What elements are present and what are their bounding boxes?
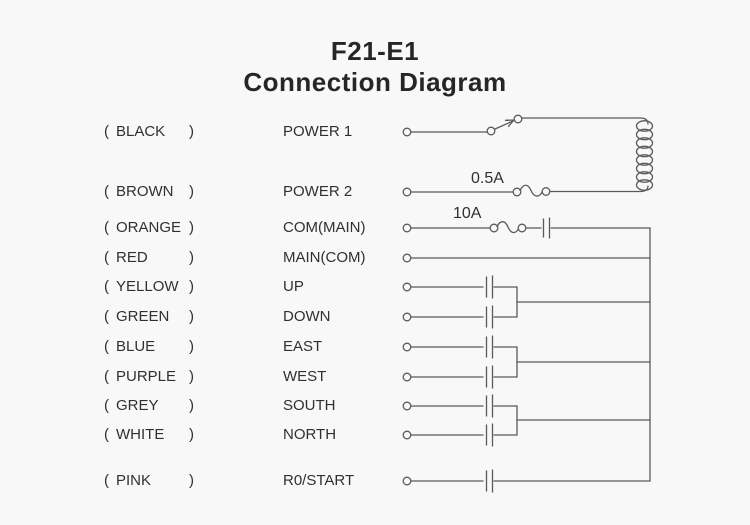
function-main-com: MAIN(COM) [283,249,366,266]
contact-east-icon [485,335,494,359]
wire-color-black: (BLACK) [104,123,194,140]
contact-com-icon [525,217,651,239]
function-power2: POWER 2 [283,183,353,200]
function-south: SOUTH [283,397,336,414]
down-wire [402,305,518,329]
wire-to-coil [521,117,649,125]
r0-start-wire [402,469,651,493]
terminal-power2 [402,187,412,197]
function-east: EAST [283,338,323,355]
fuse-rating-com: 10A [453,205,482,222]
fuse-power2-icon [512,184,551,197]
contact-up-icon [485,275,494,299]
east-west-join [516,346,651,378]
contact-south-icon [485,394,494,418]
wire-color-blue: (BLUE) [104,338,194,355]
power2-wire [402,187,514,197]
coil-icon [635,120,654,193]
south-north-join [516,405,651,436]
north-wire [402,423,518,447]
contact-west-icon [485,365,494,389]
wire-color-grey: (GREY) [104,397,194,414]
title-model: F21-E1 [330,36,420,66]
wire-color-brown: (BROWN) [104,183,194,200]
terminal-power1 [402,127,412,137]
wire-color-white: (WHITE) [104,426,194,443]
wire-color-pink: (PINK) [104,472,194,489]
terminal-east [402,342,412,352]
function-up: UP [283,278,304,295]
fuse-rating-power2: 0.5A [471,170,504,187]
south-wire [402,394,518,418]
wire-color-yellow: (YELLOW) [104,278,194,295]
fuse-com-icon [489,221,527,234]
contact-r0-icon [485,469,494,493]
terminal-up [402,282,412,292]
terminal-main-com [402,253,412,263]
contact-north-icon [485,423,494,447]
west-wire [402,365,518,389]
function-down: DOWN [283,308,331,325]
east-wire [402,335,518,359]
terminal-north [402,430,412,440]
wire-color-purple: (PURPLE) [104,368,194,385]
up-down-join [516,286,651,318]
wire-color-red: (RED) [104,249,194,266]
terminal-r0-start [402,476,412,486]
main-com-wire [402,253,651,263]
wire-color-orange: (ORANGE) [104,219,194,236]
contact-down-icon [485,305,494,329]
terminal-com-main [402,223,412,233]
function-com-main: COM(MAIN) [283,219,366,236]
function-power1: POWER 1 [283,123,353,140]
function-north: NORTH [283,426,337,443]
title-subtitle: Connection Diagram [243,67,507,97]
com-main-wire [402,223,491,233]
wire-color-green: (GREEN) [104,308,194,325]
up-wire [402,275,518,299]
function-r0-start: R0/START [283,472,355,489]
terminal-down [402,312,412,322]
terminal-west [402,372,412,382]
function-west: WEST [283,368,327,385]
page-title: F21-E1 Connection Diagram [0,36,750,98]
terminal-south [402,401,412,411]
power1-wire [402,127,488,137]
switch-icon [486,114,523,136]
